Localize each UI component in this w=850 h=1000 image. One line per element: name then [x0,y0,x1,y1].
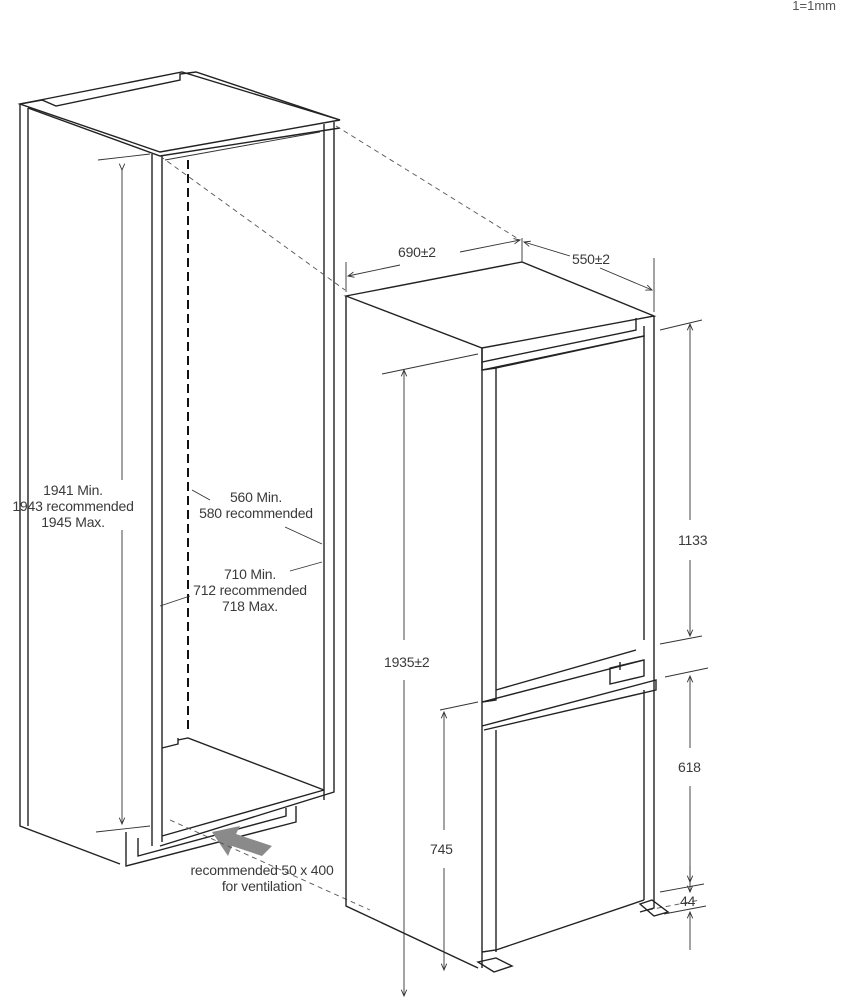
niche-depth-min: 710 Min. [223,566,277,582]
appliance-height-label: 1935±2 [384,654,430,670]
niche-height-label: 1941 Min. 1943 recommended 1945 Max. [0,482,146,530]
niche-height-min: 1941 Min. [43,482,103,498]
niche-depth-label: 710 Min. 712 recommended 718 Max. [184,566,316,614]
upper-door-height-label: 1133 [678,532,708,548]
ventilation-purpose: for ventilation [221,878,303,894]
lower-offset-dimension [439,701,479,970]
ventilation-label: recommended 50 x 400 for ventilation [180,862,344,894]
niche-height-recommended: 1943 recommended [12,498,134,514]
appliance-top-dimensions [345,238,655,312]
scale-note: 1=1mm [792,0,836,13]
lower-door-height-label: 618 [678,759,701,775]
niche-depth-max: 718 Max. [222,598,278,614]
niche-depth-recommended: 712 recommended [193,582,307,598]
niche-height-dimension [95,153,151,833]
niche-width-label: 560 Min. 580 recommended [190,489,322,521]
appliance-width-label: 550±2 [572,251,610,267]
appliance-body [343,261,670,973]
appliance-depth-label: 690±2 [398,244,436,260]
niche-cabinet [17,71,341,867]
ventilation-arrow-icon [212,826,272,856]
appliance-height-dimension [381,353,479,996]
niche-width-min: 560 Min. [229,489,283,505]
niche-width-recommended: 580 recommended [199,505,313,521]
plinth-height-label: 44 [680,893,696,909]
door-height-dimensions [659,319,709,950]
niche-height-max: 1945 Max. [41,514,105,530]
ventilation-size: recommended 50 x 400 [190,862,334,878]
lower-offset-label: 745 [430,841,453,857]
